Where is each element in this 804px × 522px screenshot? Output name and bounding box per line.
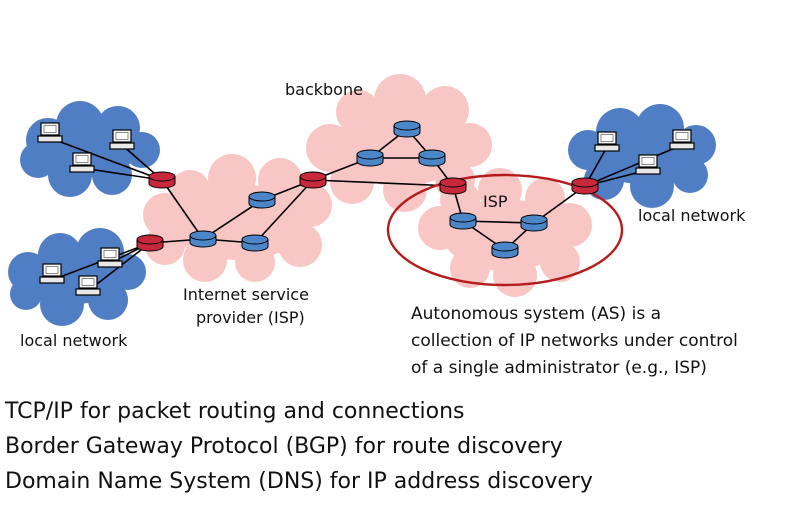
as-description-line-3: of a single administrator (e.g., ISP) — [411, 358, 707, 378]
computer-icon — [39, 263, 65, 284]
bullet-bgp: Border Gateway Protocol (BGP) for route … — [5, 434, 563, 459]
isp-caption-line-2: provider (ISP) — [196, 308, 305, 327]
border-router-icon — [299, 171, 327, 189]
local-network-cloud-bottom-left — [8, 228, 146, 326]
routers — [136, 120, 599, 259]
local-network-label-right: local network — [638, 206, 746, 225]
local-network-label-left: local network — [20, 331, 128, 350]
router-icon — [520, 214, 548, 232]
computer-icon — [669, 129, 695, 150]
computer-icon — [69, 152, 95, 173]
computer-icon — [97, 247, 123, 268]
router-icon — [241, 234, 269, 252]
bullet-tcp-ip: TCP/IP for packet routing and connection… — [5, 399, 465, 424]
local-network-cloud-top-left — [20, 101, 160, 197]
router-icon — [491, 241, 519, 259]
router-icon — [449, 212, 477, 230]
border-router-icon — [439, 177, 467, 195]
computer-icon — [75, 275, 101, 296]
backbone-label: backbone — [285, 80, 363, 99]
border-router-icon — [571, 177, 599, 195]
bullet-dns: Domain Name System (DNS) for IP address … — [5, 469, 593, 494]
isp-label: ISP — [483, 192, 508, 211]
router-icon — [418, 149, 446, 167]
router-icon — [248, 191, 276, 209]
router-icon — [356, 149, 384, 167]
autonomous-system-ellipse — [386, 173, 624, 287]
border-router-icon — [148, 171, 176, 189]
router-icon — [189, 230, 217, 248]
computer-icon — [635, 154, 661, 175]
as-description-line-1: Autonomous system (AS) is a — [411, 304, 661, 324]
router-icon — [393, 120, 421, 138]
as-description-line-2: collection of IP networks under control — [411, 331, 738, 351]
border-router-icon — [136, 234, 164, 252]
isp-caption-line-1: Internet service — [183, 285, 309, 304]
computer-icon — [37, 122, 63, 143]
computer-icon — [109, 129, 135, 150]
computer-icon — [594, 131, 620, 152]
backbone-cloud — [306, 74, 492, 212]
